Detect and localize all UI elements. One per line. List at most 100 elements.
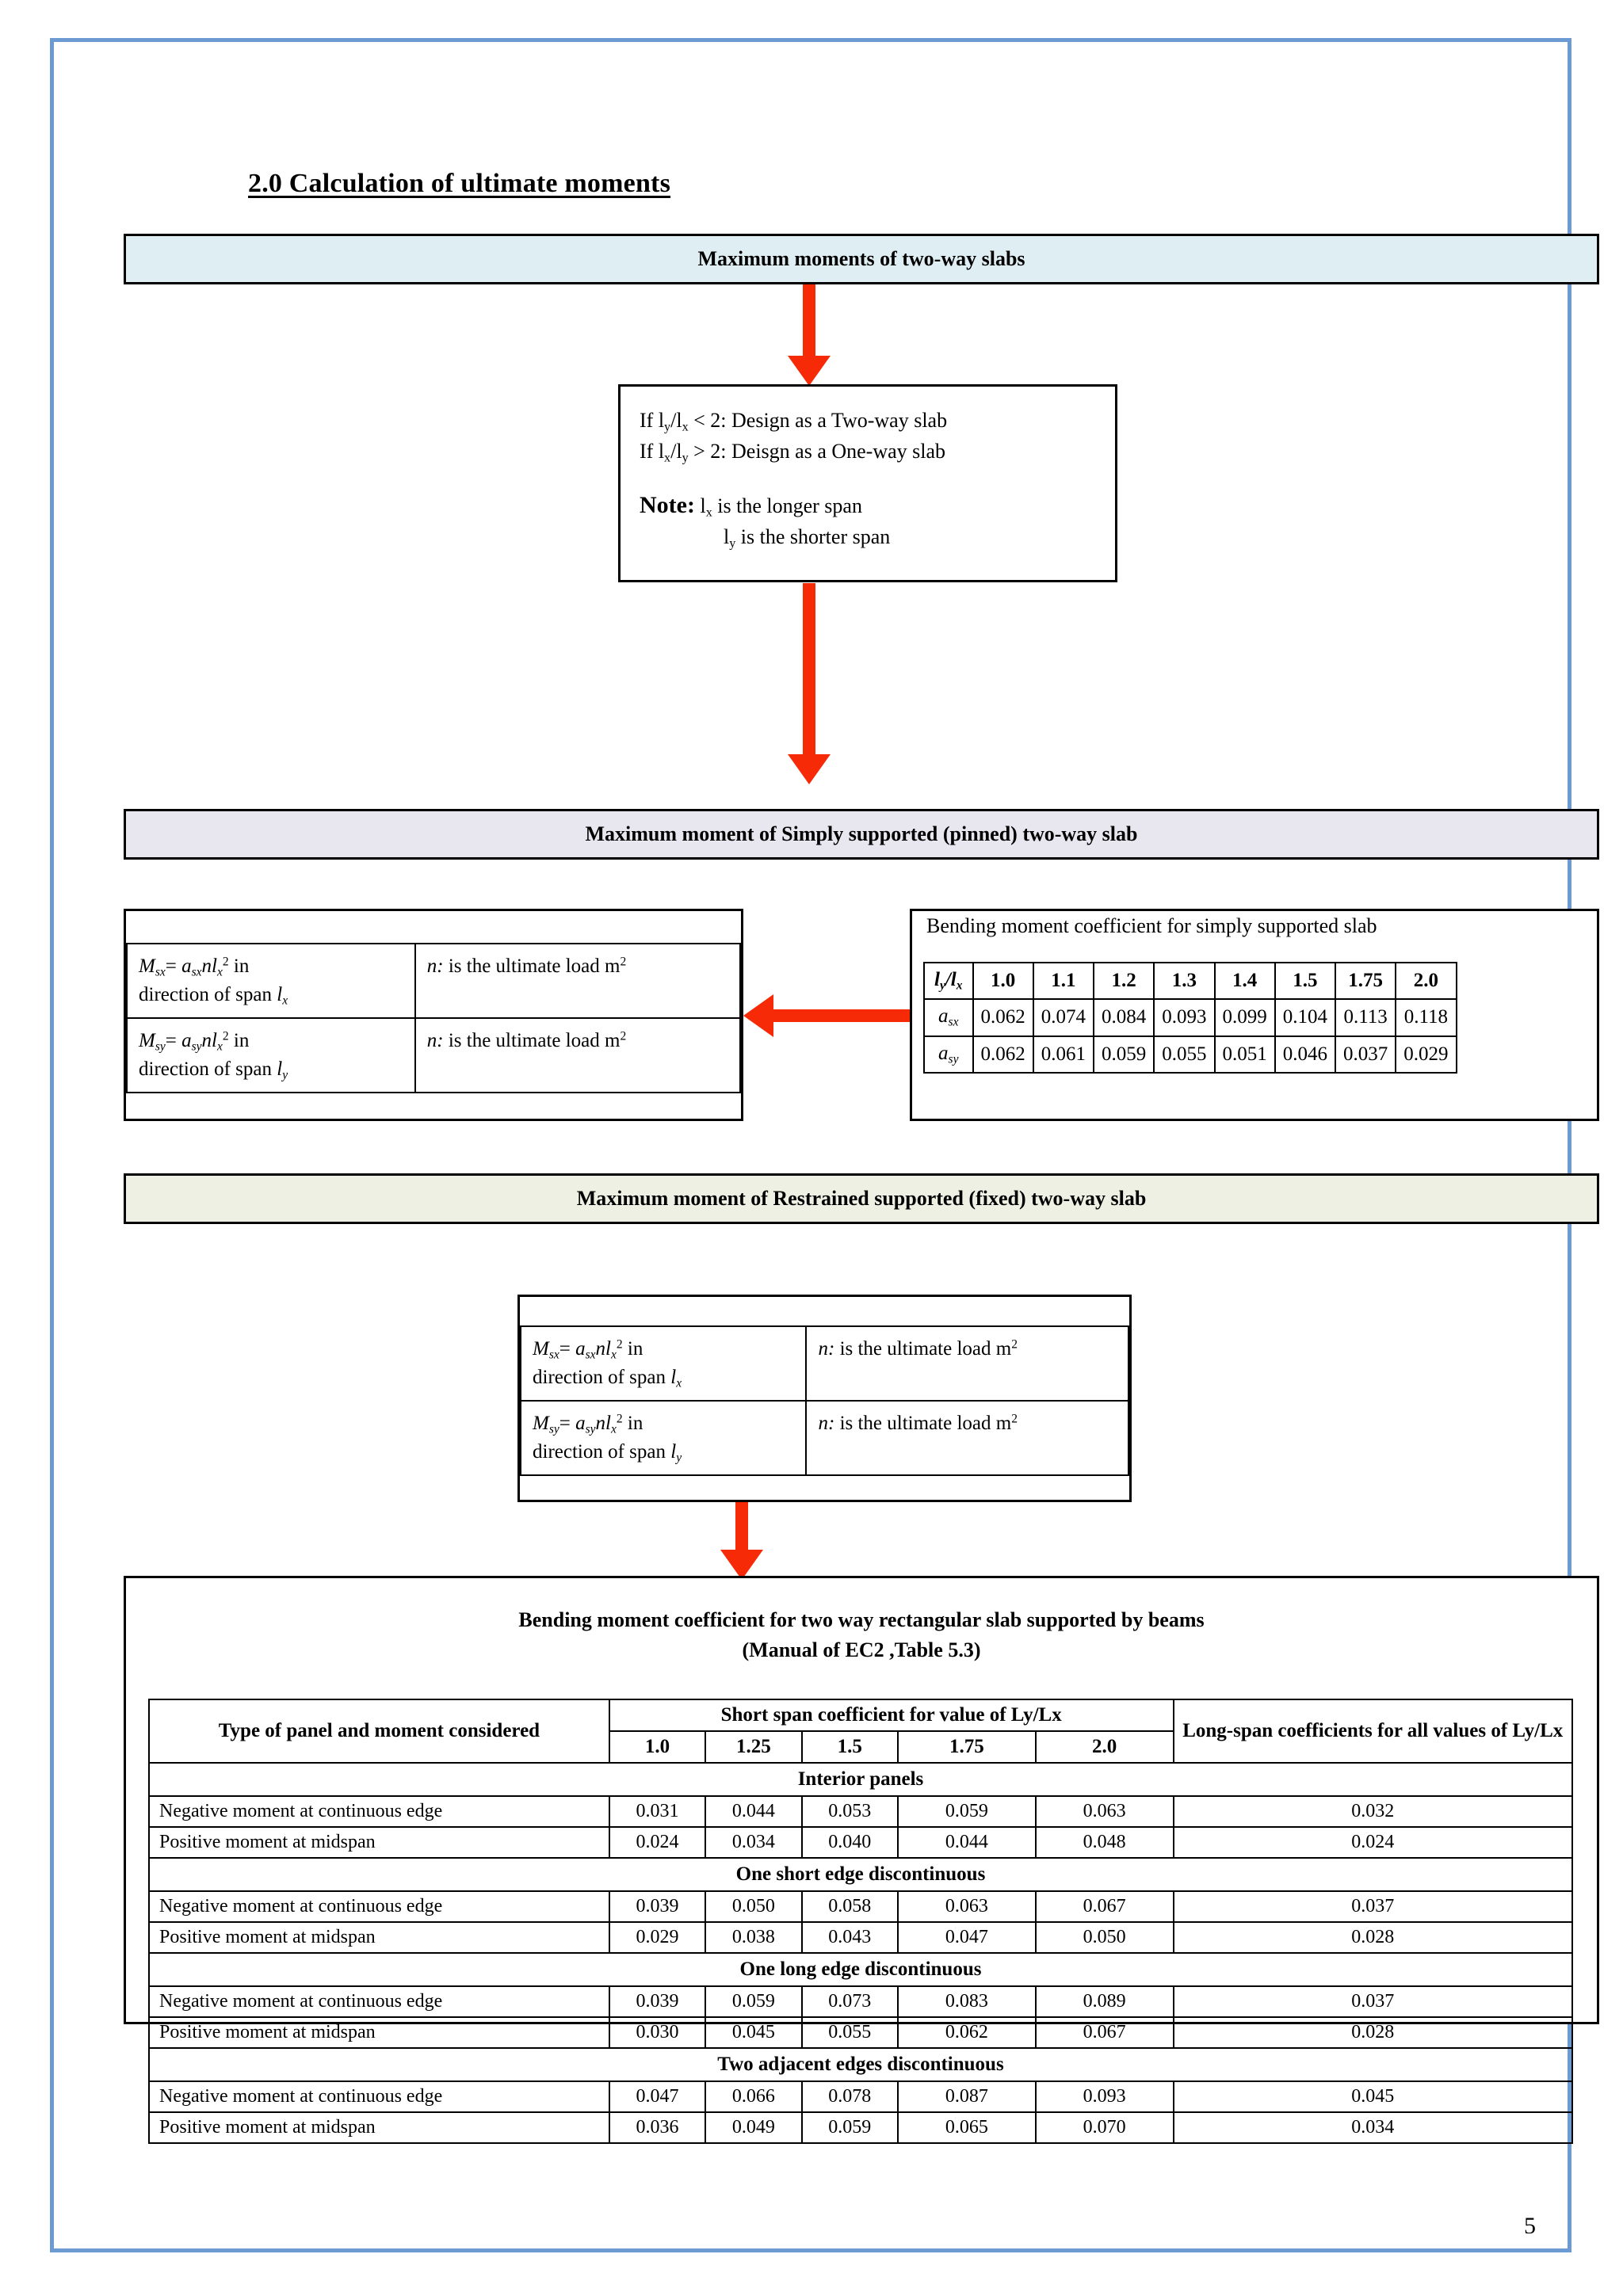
asy-value: 0.051	[1213, 1035, 1276, 1074]
cell-value: 0.093	[1034, 2081, 1174, 2113]
formula-note-n-1: n: is the ultimate load m2	[805, 1325, 1129, 1402]
asx-value: 0.084	[1092, 998, 1155, 1037]
cell-value: 0.089	[1034, 1985, 1174, 2018]
ratio-1-75: 1.75	[896, 1730, 1037, 1764]
table-group-row: One long edge discontinuous	[148, 1952, 1573, 1987]
asx-value: 0.118	[1395, 998, 1457, 1037]
table-header-row: Type of panel and moment considered Shor…	[148, 1699, 1574, 1764]
table-row: Positive moment at midspan 0.029 0.038 0…	[148, 1921, 1574, 1954]
arrow-head	[788, 754, 831, 784]
cell-value: 0.029	[608, 1921, 707, 1954]
asy-value: 0.059	[1092, 1035, 1155, 1074]
ratio-1-3: 1.3	[1153, 961, 1216, 1001]
cell-value: 0.067	[1034, 1890, 1174, 1923]
coefficient-table-title: Bending moment coefficient for simply su…	[926, 914, 1377, 937]
cell-value: 0.048	[1034, 1826, 1174, 1859]
banner-simply-supported: Maximum moment of Simply supported (pinn…	[124, 809, 1599, 860]
table-row: Positive moment at midspan 0.036 0.049 0…	[148, 2111, 1574, 2144]
table-row: asx 0.062 0.074 0.084 0.093 0.099 0.104 …	[923, 998, 1457, 1037]
row-label: Positive moment at midspan	[148, 1921, 610, 1954]
note-line-1: Note: lx is the longer span	[640, 491, 862, 520]
cell-value: 0.055	[800, 2016, 899, 2049]
asy-value: 0.062	[972, 1035, 1034, 1074]
cell-value: 0.039	[608, 1890, 707, 1923]
cell-value: 0.059	[705, 1985, 803, 2018]
cell-value: 0.031	[608, 1795, 707, 1828]
cell-value: 0.058	[800, 1890, 899, 1923]
cell-long-span-value: 0.037	[1172, 1985, 1574, 2018]
note-box: If ly/lx < 2: Design as a Two-way slab I…	[618, 384, 1117, 582]
banner-maximum-moments-two-way-slabs: Maximum moments of two-way slabs	[124, 234, 1599, 284]
asx-value: 0.099	[1213, 998, 1276, 1037]
asy-value: 0.037	[1334, 1035, 1397, 1074]
cell-long-span-value: 0.028	[1172, 2016, 1574, 2049]
header-short-span: Short span coefficient for value of Ly/L…	[608, 1699, 1174, 1732]
table-header-row: 1.0 1.25 1.5 1.75 2.0	[149, 1730, 1572, 1764]
banner-top-label: Maximum moments of two-way slabs	[697, 247, 1025, 270]
formula-note-n-1: n: is the ultimate load m2	[414, 942, 742, 1020]
cell-value: 0.059	[800, 2111, 899, 2144]
cell-long-span-value: 0.045	[1172, 2081, 1574, 2113]
cell-long-span-value: 0.024	[1172, 1826, 1574, 1859]
cell-long-span-value: 0.037	[1172, 1890, 1574, 1923]
note-line-2: ly is the shorter span	[724, 525, 891, 551]
cell-value: 0.038	[705, 1921, 803, 1954]
asx-value: 0.113	[1334, 998, 1397, 1037]
bending-moment-coefficient-table: Type of panel and moment considered Shor…	[148, 1699, 1574, 2144]
ratio-1-2: 1.2	[1092, 961, 1155, 1001]
asx-value: 0.074	[1032, 998, 1095, 1037]
arrow-shaft	[735, 1502, 748, 1556]
header-long-span: Long-span coefficients for all values of…	[1172, 1699, 1574, 1764]
cell-value: 0.078	[800, 2081, 899, 2113]
ratio-1-1: 1.1	[1032, 961, 1095, 1001]
cell-value: 0.050	[705, 1890, 803, 1923]
cell-value: 0.059	[896, 1795, 1037, 1828]
cell-value: 0.040	[800, 1826, 899, 1859]
header-type-of-panel: Type of panel and moment considered	[148, 1699, 610, 1764]
cell-value: 0.067	[1034, 2016, 1174, 2049]
banner-restrained-label: Maximum moment of Restrained supported (…	[576, 1187, 1147, 1210]
cell-value: 0.034	[705, 1826, 803, 1859]
big-table-title-line-2: (Manual of EC2 ,Table 5.3)	[742, 1638, 981, 1661]
cell-value: 0.050	[1034, 1921, 1174, 1954]
asy-value: 0.029	[1395, 1035, 1457, 1074]
group-two-adjacent-edges-discontinuous: Two adjacent edges discontinuous	[148, 2047, 1573, 2082]
page-number: 5	[1524, 2213, 1536, 2233]
ratio-2-0: 2.0	[1034, 1730, 1174, 1764]
cell-value: 0.070	[1034, 2111, 1174, 2144]
cell-value: 0.062	[896, 2016, 1037, 2049]
cell-value: 0.045	[705, 2016, 803, 2049]
group-interior-panels: Interior panels	[148, 1762, 1573, 1797]
cell-value: 0.083	[896, 1985, 1037, 2018]
table-group-row: One short edge discontinuous	[148, 1857, 1573, 1892]
arrow-shaft	[773, 1009, 918, 1022]
page-content: 2.0 Calculation of ultimate moments Maxi…	[54, 42, 1599, 2248]
ratio-1-25: 1.25	[705, 1730, 803, 1764]
coefficient-ratio-header: ly/lx	[923, 961, 974, 1001]
cell-value: 0.024	[608, 1826, 707, 1859]
note-label: Note:	[640, 491, 695, 518]
table-row: asy 0.062 0.061 0.059 0.055 0.051 0.046 …	[923, 1035, 1457, 1074]
cell-value: 0.049	[705, 2111, 803, 2144]
table-row: Negative moment at continuous edge 0.031…	[148, 1795, 1574, 1828]
coefficient-row-label-asx: asx	[923, 998, 974, 1037]
arrow-head	[743, 994, 773, 1037]
arrow-shaft	[803, 583, 815, 762]
asx-value: 0.093	[1153, 998, 1216, 1037]
cell-value: 0.030	[608, 2016, 707, 2049]
big-table-title-line-1: Bending moment coefficient for two way r…	[518, 1608, 1205, 1631]
table-row: Negative moment at continuous edge 0.039…	[148, 1890, 1574, 1923]
arrow-head	[788, 356, 831, 386]
page-frame: 2.0 Calculation of ultimate moments Maxi…	[50, 38, 1599, 2252]
ratio-2-0: 2.0	[1395, 961, 1457, 1001]
asy-value: 0.055	[1153, 1035, 1216, 1074]
cell-value: 0.043	[800, 1921, 899, 1954]
